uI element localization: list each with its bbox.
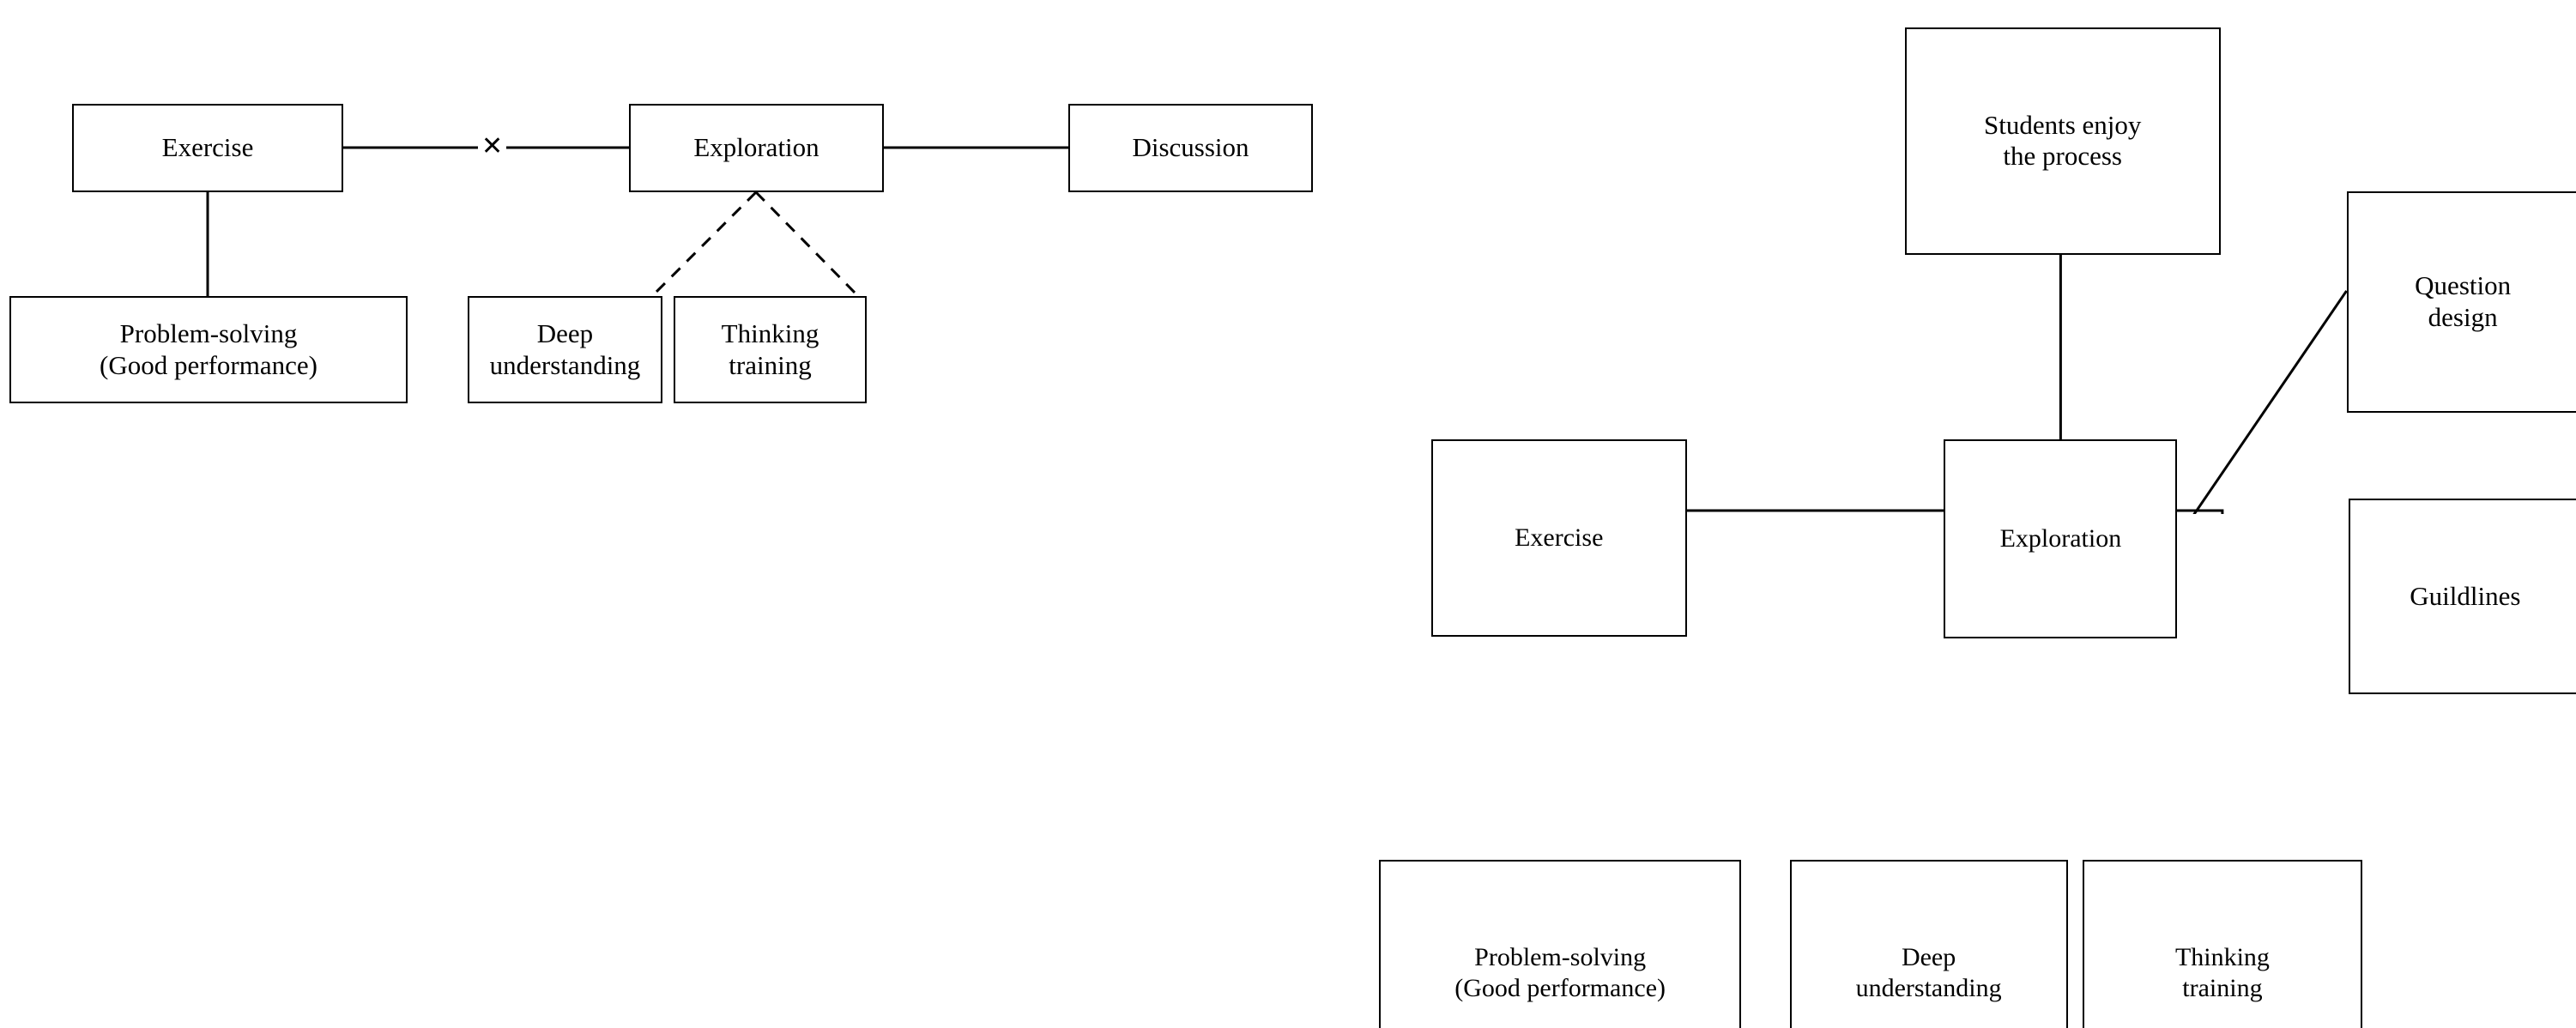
node-label: Thinking training [2174, 943, 2270, 1002]
node-label: Thinking training [721, 317, 819, 380]
node-label: Problem-solving (Good performance) [1454, 943, 1666, 1002]
node-label: Guildlines [2410, 580, 2521, 611]
node-question-design-right[interactable]: Question design [2346, 190, 2576, 413]
node-deep-understanding-left[interactable]: Deep understanding [468, 296, 662, 403]
node-problem-solving-left[interactable]: Problem-solving (Good performance) [9, 296, 408, 403]
node-exercise-right[interactable]: Exercise [1430, 439, 1687, 638]
edge-exploration-questiondesign-right [2192, 290, 2348, 514]
node-guildlines-right[interactable]: Guildlines [2349, 499, 2576, 694]
diagram-canvas: Exercise ✕ Exploration Discussion Proble… [9, 27, 2576, 1028]
node-label: Deep understanding [1855, 943, 2002, 1002]
node-thinking-training-right[interactable]: Thinking training [2083, 860, 2362, 1028]
node-exploration-right[interactable]: Exploration [1944, 439, 2178, 638]
node-discussion-left[interactable]: Discussion [1068, 104, 1313, 192]
node-thinking-training-left[interactable]: Thinking training [674, 296, 867, 403]
edge-exploration-thinkingtraining-left [754, 190, 860, 298]
node-label: Question design [2415, 270, 2512, 332]
broken-link-cross-icon: ✕ [478, 134, 507, 160]
node-exploration-left[interactable]: Exploration [629, 104, 884, 192]
node-label: Discussion [1132, 132, 1249, 163]
edge-exploration-deepunderstanding-left [650, 190, 758, 298]
node-label: Exercise [161, 132, 254, 163]
node-problem-solving-right[interactable]: Problem-solving (Good performance) [1379, 860, 1741, 1028]
node-students-enjoy-right[interactable]: Students enjoy the process [1904, 27, 2221, 255]
node-label: Problem-solving (Good performance) [100, 317, 317, 380]
node-label: Deep understanding [489, 317, 641, 380]
node-label: Exploration [693, 132, 819, 163]
node-label: Exercise [1515, 523, 1604, 553]
node-deep-understanding-right[interactable]: Deep understanding [1789, 860, 2068, 1028]
node-label: Exploration [1999, 524, 2122, 553]
node-label: Students enjoy the process [1983, 109, 2142, 172]
node-exercise-left[interactable]: Exercise [72, 104, 343, 192]
